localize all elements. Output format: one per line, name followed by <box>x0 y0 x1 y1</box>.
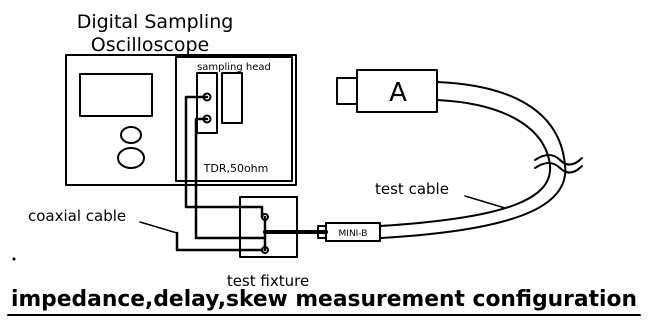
oscilloscope-knob-top <box>120 126 142 144</box>
coaxial-cable-leader <box>139 221 178 234</box>
connector-a-label: A <box>389 78 407 108</box>
sampling-head: sampling head TDR,50ohm <box>175 56 293 182</box>
test-cable: test cable <box>375 81 583 239</box>
test-cable-leader <box>464 195 506 209</box>
mini-connector: MINI-B <box>317 222 381 242</box>
oscilloscope-screen <box>79 73 153 117</box>
stray-mark <box>12 257 16 261</box>
coaxial-cable-2 <box>194 117 267 240</box>
oscilloscope <box>65 54 297 186</box>
test-fixture-label: test fixture <box>227 272 309 290</box>
cable-break-mark <box>534 154 583 166</box>
tdr-label: TDR,50ohm <box>203 162 269 175</box>
cable-break-mark-2 <box>534 162 583 174</box>
diagram-caption: impedance,delay,skew measurement configu… <box>11 287 637 312</box>
test-cable-outer <box>379 81 567 239</box>
sampling-head-side-block <box>221 72 243 124</box>
connector-a-tip <box>336 77 358 105</box>
mini-connector-body <box>325 222 381 242</box>
connector-a-body <box>356 69 438 113</box>
coaxial-cable-3 <box>175 231 264 252</box>
test-fixture: test fixture <box>227 196 328 290</box>
test-fixture-box <box>239 196 298 258</box>
instrument-title-line2: Oscilloscope <box>91 34 209 56</box>
connector-a: A <box>336 69 438 113</box>
mini-connector-label: MINI-B <box>339 229 368 239</box>
coaxial-cable-1 <box>184 95 264 219</box>
test-cable-inner <box>379 99 552 227</box>
oscilloscope-knob-bottom <box>117 147 145 169</box>
instrument-title-line1: Digital Sampling <box>77 11 234 33</box>
sampling-head-port-block <box>196 72 218 134</box>
sampling-head-label: sampling head <box>197 62 271 73</box>
coaxial-cable-label: coaxial cable <box>28 207 126 225</box>
oscilloscope-body <box>65 54 297 186</box>
coaxial-cables: coaxial cable <box>28 95 267 252</box>
sampling-head-panel <box>175 56 293 182</box>
test-cable-label: test cable <box>375 180 449 198</box>
